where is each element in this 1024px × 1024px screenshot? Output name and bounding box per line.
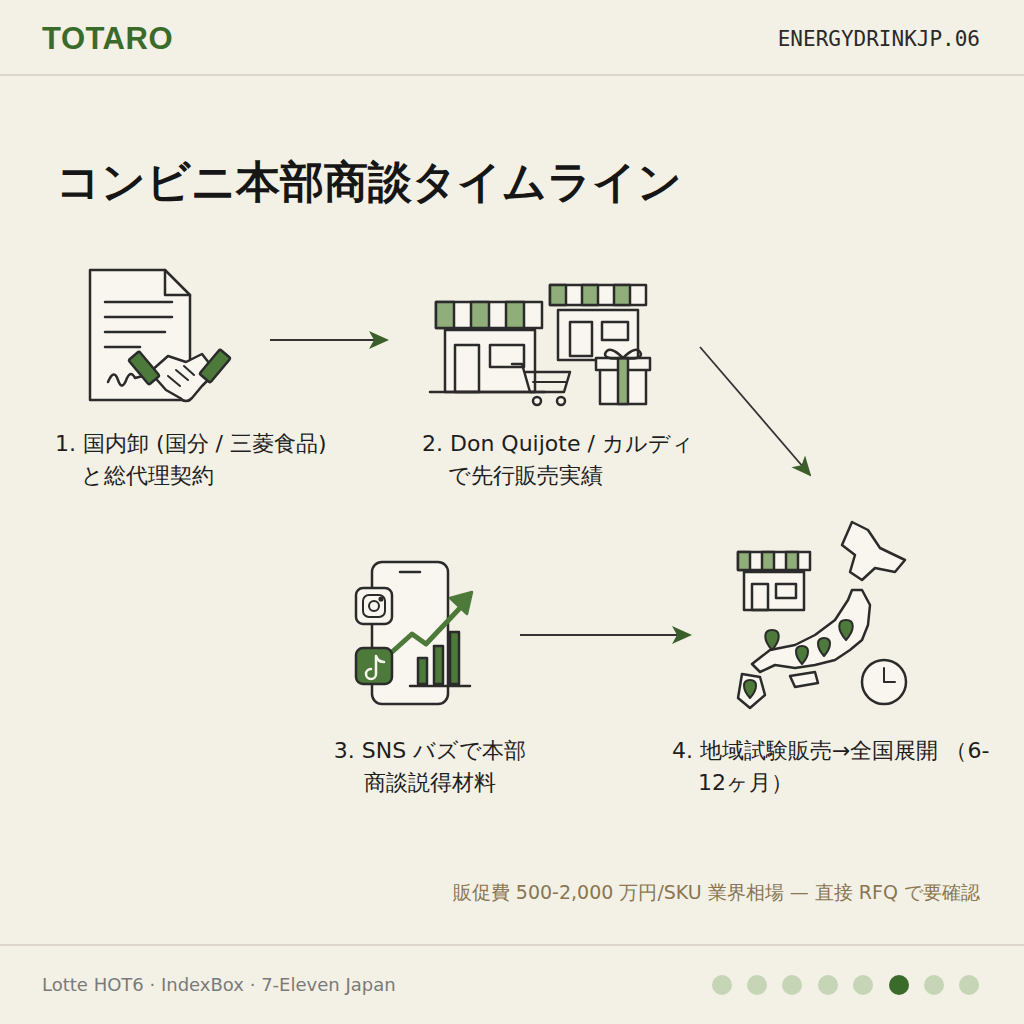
- step-caption: 4. 地域試験販売→全国展開 （6-12ヶ月）: [672, 735, 992, 799]
- header-rule: [0, 74, 1024, 76]
- step-node: 2. Don Quijote / カルディ で先行販売実績: [410, 262, 750, 502]
- step-node: 1. 国内卸 (国分 / 三菱食品) と総代理契約: [40, 262, 370, 502]
- step-caption: 3. SNS バズで本部 商談説得材料: [300, 735, 560, 799]
- flow-arrow: [520, 634, 690, 636]
- page-dots: [712, 975, 979, 995]
- sns-icon: [356, 562, 472, 704]
- flow-arrow: [270, 339, 387, 341]
- cost-note: 販促費 500-2,000 万円/SKU 業界相場 — 直接 RFQ で要確認: [453, 878, 980, 906]
- page-code: ENERGYDRINKJP.06: [778, 25, 980, 53]
- source-footer: Lotte HOT6 · IndexBox · 7-Eleven Japan: [42, 971, 396, 999]
- step-caption: 1. 国内卸 (国分 / 三菱食品) と総代理契約: [55, 428, 375, 492]
- shops-icon: [430, 285, 650, 405]
- flow-arrow: [700, 347, 810, 475]
- brand-name: TOTARO: [42, 20, 173, 58]
- step-caption: 2. Don Quijote / カルディ で先行販売実績: [422, 428, 747, 492]
- map-icon: [738, 522, 906, 708]
- step-node: 4. 地域試験販売→全国展開 （6-12ヶ月）: [660, 512, 1000, 809]
- title: コンビニ本部商談タイムライン: [56, 152, 682, 212]
- footer-rule: [0, 944, 1024, 946]
- step-node: 3. SNS バズで本部 商談説得材料: [290, 552, 570, 809]
- contract-icon: [90, 270, 231, 401]
